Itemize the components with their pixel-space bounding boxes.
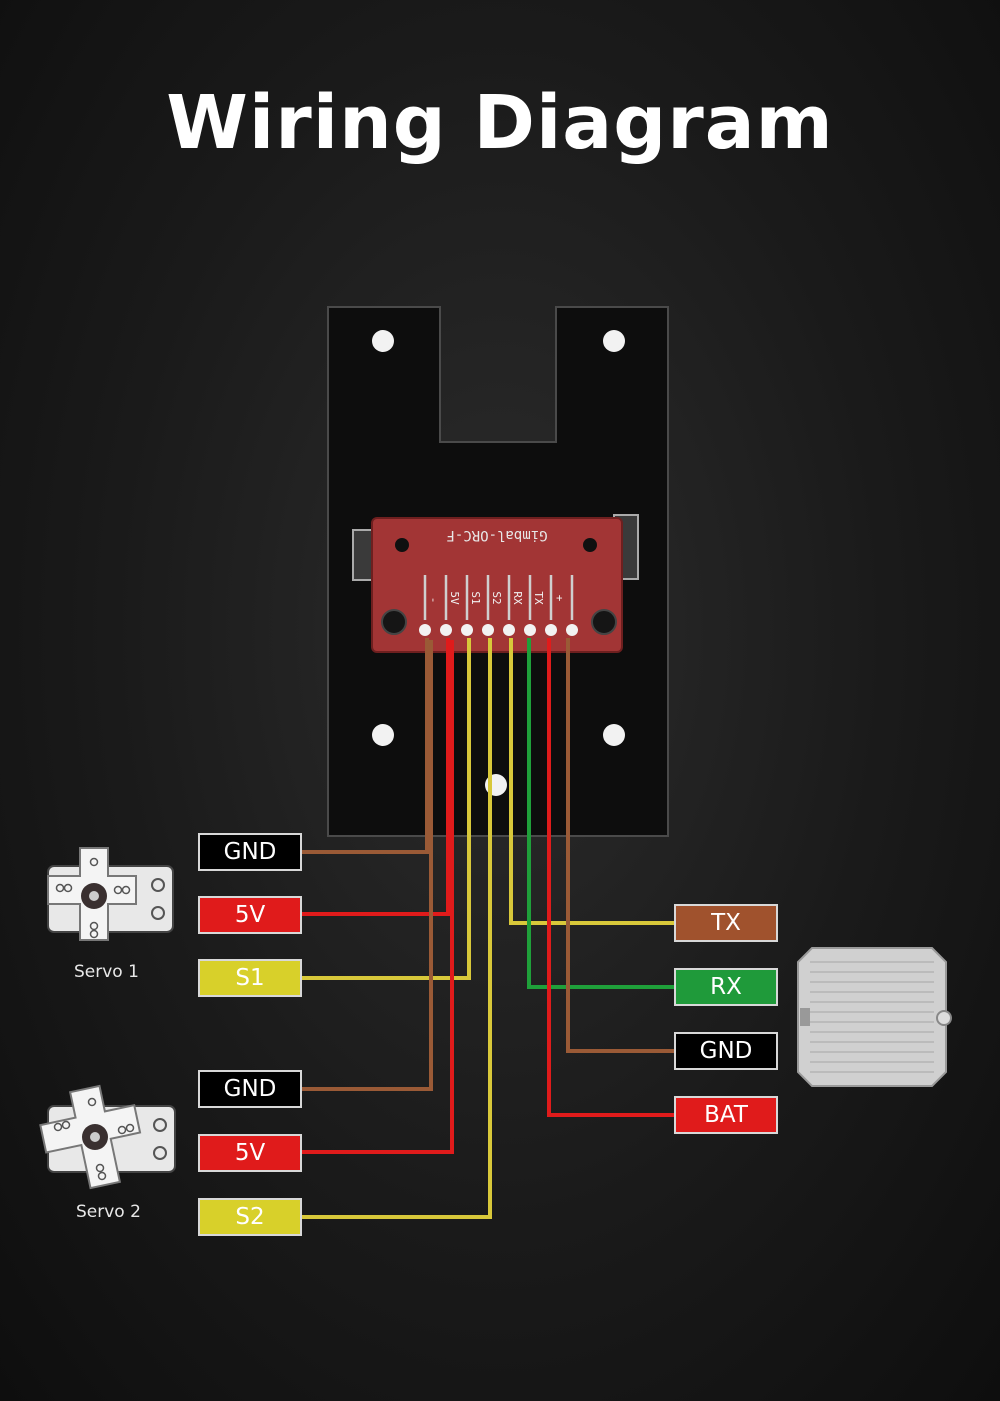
servo1-5v-label: 5V xyxy=(198,896,302,934)
plate-hole xyxy=(372,724,394,746)
plate-hole xyxy=(372,330,394,352)
wire-gnd xyxy=(566,638,676,1053)
pin-label: - xyxy=(427,597,440,604)
pin-label: TX xyxy=(532,591,545,605)
wire-servo1-gnd xyxy=(300,638,429,854)
rx-label: RX xyxy=(674,968,778,1006)
pcb-screw xyxy=(591,609,617,635)
bat-label: BAT xyxy=(674,1096,778,1134)
servo2-icon xyxy=(39,1084,176,1190)
pin-labels: - 5V S1 S2 RX TX + xyxy=(427,591,566,605)
pin-label: 5V xyxy=(448,591,461,605)
pin-label: S1 xyxy=(469,591,482,604)
plate-hole xyxy=(603,330,625,352)
wire-bat xyxy=(547,638,676,1117)
servo1-icon xyxy=(47,847,174,941)
pcb-screw xyxy=(381,609,407,635)
servo1-caption: Servo 1 xyxy=(74,962,139,982)
page-title: Wiring Diagram xyxy=(166,80,834,166)
flight-controller-icon xyxy=(797,947,952,1087)
servo2-5v-label: 5V xyxy=(198,1134,302,1172)
servo2-s2-label: S2 xyxy=(198,1198,302,1236)
pcb-board xyxy=(371,517,623,653)
wire-servo2-s2 xyxy=(300,638,492,1219)
solder-pads xyxy=(419,624,578,636)
wire-servo2-5v xyxy=(300,640,454,1154)
servo1-s1-label: S1 xyxy=(198,959,302,997)
wire-servo1-5v xyxy=(300,638,450,916)
board-name: Gimbal-ORC-F xyxy=(446,527,547,543)
plate-hole xyxy=(603,724,625,746)
wire-servo2-gnd xyxy=(300,640,433,1091)
gnd-label: GND xyxy=(674,1032,778,1070)
pin-label: RX xyxy=(511,591,524,605)
tx-label: TX xyxy=(674,904,778,942)
wire-rx xyxy=(527,638,676,989)
header-pins xyxy=(423,575,574,620)
pcb-hole xyxy=(395,538,409,552)
pin-label: + xyxy=(553,595,566,602)
pin-label: S2 xyxy=(490,591,503,604)
servo1-gnd-label: GND xyxy=(198,833,302,871)
wire-servo1-s1 xyxy=(300,638,471,980)
wire-tx xyxy=(509,638,676,925)
servo2-gnd-label: GND xyxy=(198,1070,302,1108)
servo2-caption: Servo 2 xyxy=(76,1202,141,1222)
pcb-hole xyxy=(583,538,597,552)
